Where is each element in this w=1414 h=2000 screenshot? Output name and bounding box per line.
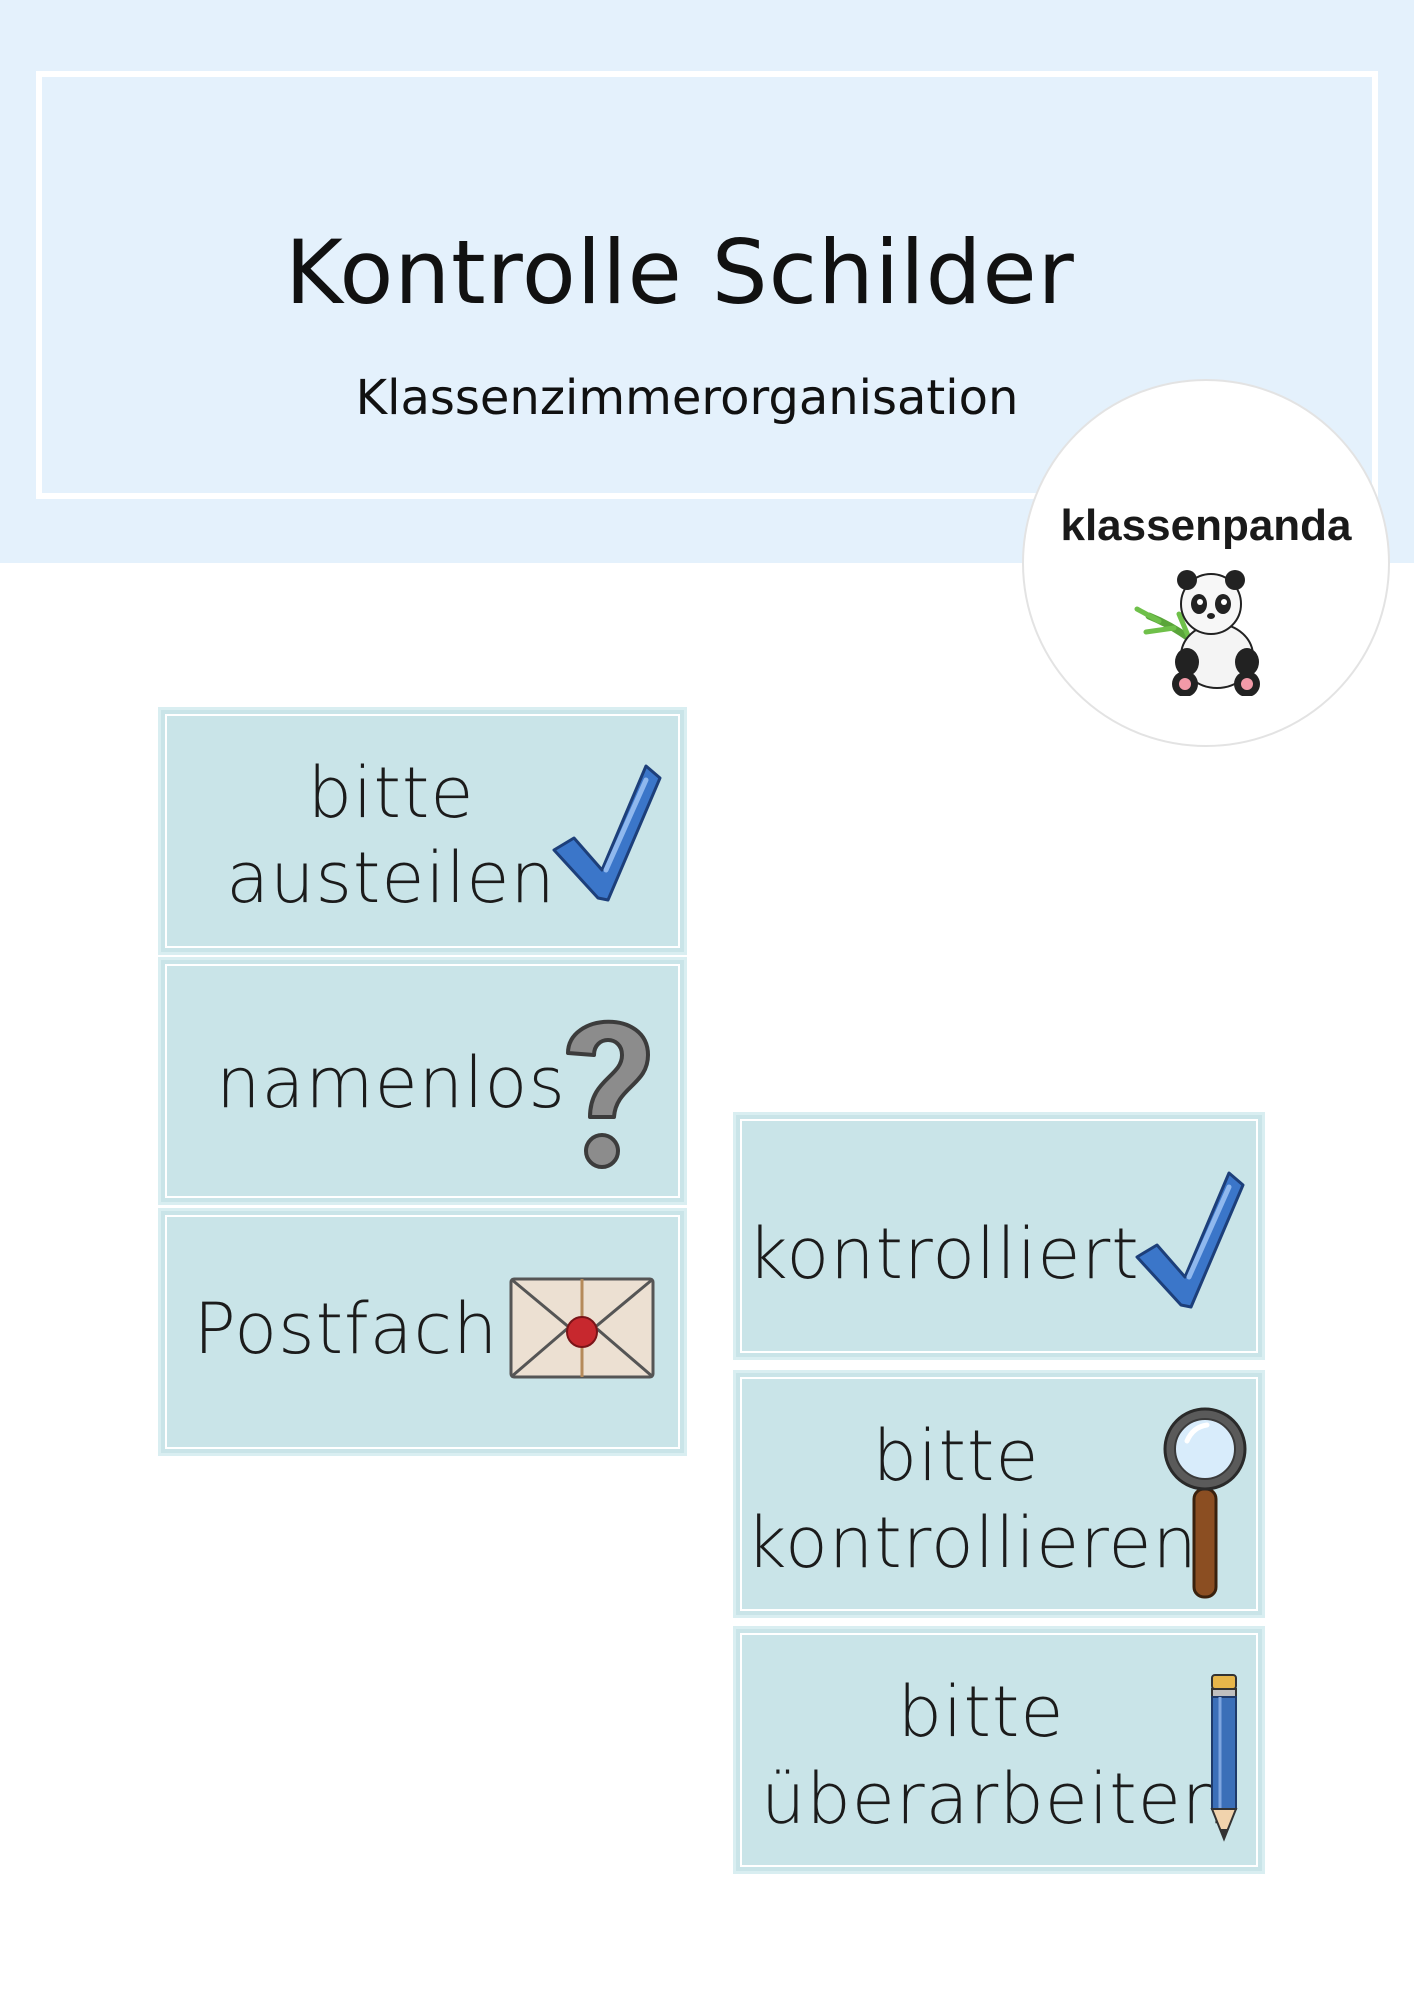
sign-card-bitte-austeilen: bitte austeilen xyxy=(158,707,687,955)
brand-logo: klassenpanda xyxy=(1022,379,1390,747)
brand-name: klassenpanda xyxy=(1060,501,1352,550)
sign-card-postfach: Postfach xyxy=(158,1208,687,1456)
magnifier-icon xyxy=(1163,1407,1247,1599)
question-mark-icon xyxy=(566,1019,650,1169)
sign-label: kontrolliert xyxy=(747,1213,1140,1295)
sign-label-line1: bitte xyxy=(307,752,475,834)
header-frame xyxy=(36,71,1378,499)
sign-label-line2: austeilen xyxy=(226,837,556,919)
sign-label-line2: kontrollieren xyxy=(746,1502,1198,1584)
page-subtitle: Klassenzimmerorganisation xyxy=(355,370,1019,426)
sign-label: Postfach xyxy=(193,1288,499,1370)
checkmark-icon xyxy=(552,764,662,902)
sign-card-namenlos: namenlos xyxy=(158,957,687,1205)
sign-label-line2: überarbeiten xyxy=(761,1758,1228,1840)
sign-card-bitte-ueberarbeiten: bitte überarbeiten xyxy=(733,1626,1265,1874)
panda-bamboo-icon xyxy=(1134,570,1260,696)
page-title: Kontrolle Schilder xyxy=(285,221,1075,324)
checkmark-icon xyxy=(1135,1171,1245,1309)
sign-label-line1: bitte xyxy=(872,1415,1040,1497)
pencil-icon xyxy=(1210,1674,1238,1842)
sign-label-line1: bitte xyxy=(897,1671,1065,1753)
envelope-icon xyxy=(509,1277,655,1379)
sign-card-kontrolliert: kontrolliert xyxy=(733,1112,1265,1360)
sign-label: namenlos xyxy=(216,1042,566,1124)
sign-card-bitte-kontrollieren: bitte kontrollieren xyxy=(733,1370,1265,1618)
